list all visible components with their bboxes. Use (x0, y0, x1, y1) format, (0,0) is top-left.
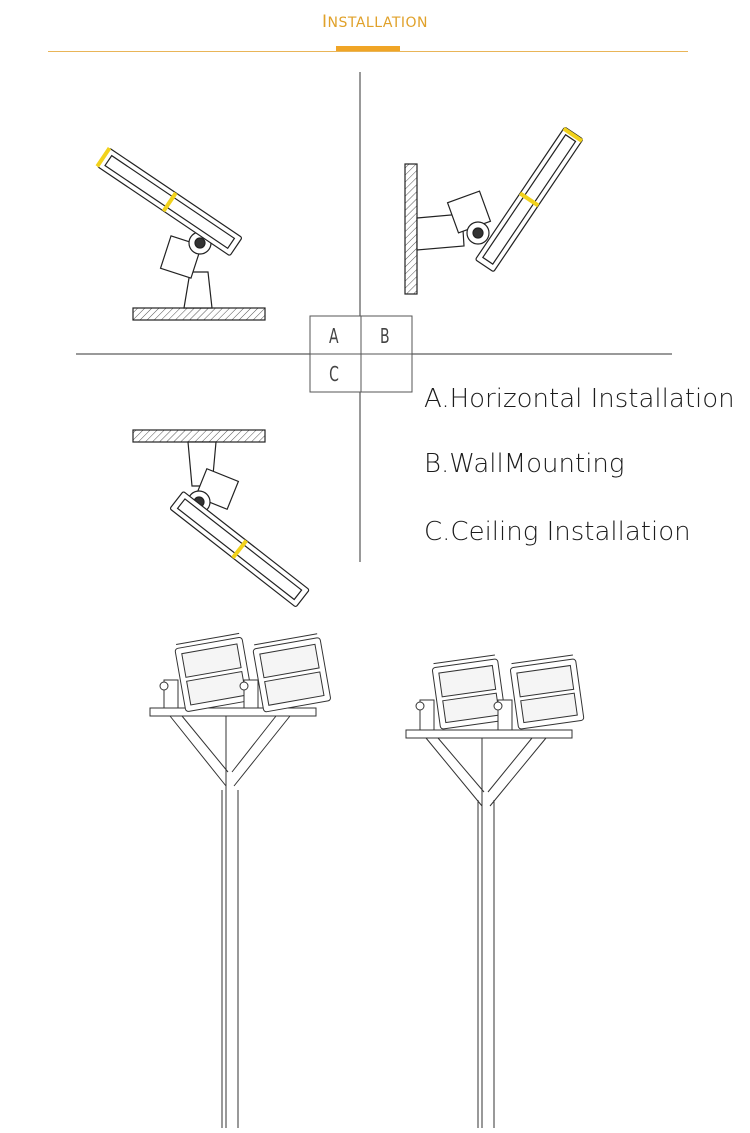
header-divider (48, 51, 688, 52)
section-title: INSTALLATION (0, 12, 750, 32)
grid-label-b: B (380, 324, 390, 348)
caption-wall: B.WallMounting (424, 449, 625, 479)
label-grid (309, 315, 413, 393)
installation-diagram: A B C (0, 60, 750, 620)
section-header: INSTALLATION (0, 0, 750, 60)
ceiling-mount-drawing (132, 429, 310, 607)
pole-left (149, 632, 331, 1128)
header-accent-bar (336, 46, 400, 51)
pole-illustrations (0, 620, 750, 1128)
grid-label-c: C (329, 362, 339, 386)
pole-right (405, 654, 585, 1128)
wall-mount-drawing (404, 126, 584, 295)
caption-ceiling: C.Ceiling Installation (424, 517, 691, 547)
caption-horizontal: A.Horizontal Installation (424, 384, 735, 414)
title-rest: NSTALLATION (327, 15, 428, 31)
grid-label-a: A (329, 324, 339, 348)
pole-drawing (149, 632, 585, 1128)
floor-mount-drawing (95, 146, 266, 321)
title-initial: I (321, 12, 328, 32)
installation-drawing (76, 72, 672, 607)
